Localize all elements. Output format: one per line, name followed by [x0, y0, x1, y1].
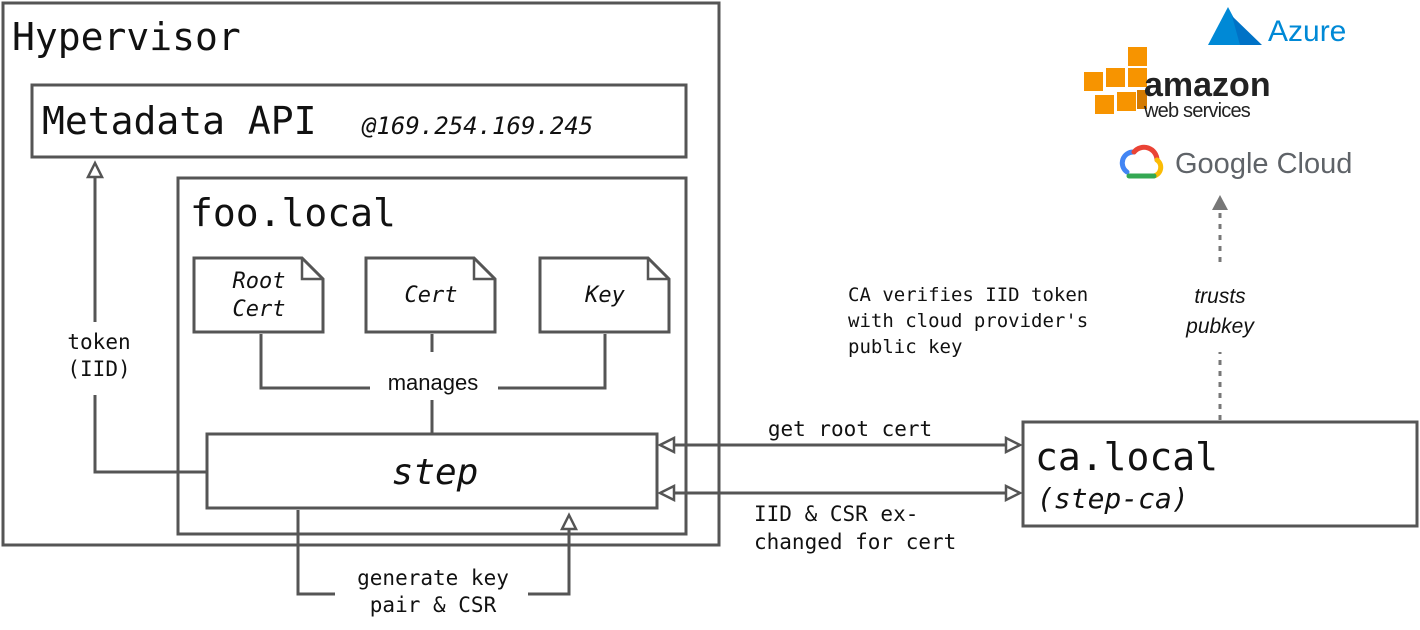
- aws-logo: amazon web services: [1084, 47, 1271, 122]
- verify-note-line2: with cloud provider's: [848, 310, 1088, 332]
- verify-note-line1: CA verifies IID token: [848, 284, 1088, 306]
- exchange-label-line2: changed for cert: [754, 530, 956, 554]
- generate-key-arrow: [296, 510, 579, 596]
- aws-text-amazon: amazon: [1144, 66, 1271, 104]
- trusts-label-line2: pubkey: [1185, 315, 1255, 338]
- cert-file-icon: Cert: [364, 256, 497, 334]
- google-cloud-text: Google Cloud: [1175, 148, 1352, 180]
- token-label-line1: token: [67, 330, 130, 354]
- token-label-line2: (IID): [67, 357, 130, 381]
- metadata-api-box: [30, 83, 688, 159]
- hypervisor-title: Hypervisor: [12, 15, 241, 59]
- manages-connector: manages: [259, 334, 607, 434]
- metadata-api-title: Metadata API: [42, 99, 317, 143]
- generate-label-line2: pair & CSR: [370, 593, 497, 617]
- exchange-label-line1: IID & CSR ex-: [754, 502, 918, 526]
- foo-local-title: foo.local: [190, 191, 396, 235]
- ca-local-box: [1021, 420, 1419, 528]
- root-cert-file-icon: Root Cert: [192, 256, 325, 334]
- trusts-pubkey-arrow: [1212, 195, 1228, 420]
- ca-local-subtitle: (step-ca): [1037, 482, 1189, 515]
- token-arrow: [85, 160, 207, 474]
- google-cloud-logo: Google Cloud: [1119, 144, 1352, 180]
- trusts-label-line1: trusts: [1194, 285, 1246, 308]
- get-root-cert-arrow: [657, 435, 1023, 455]
- aws-cubes-icon: [1084, 47, 1147, 114]
- step-label: step: [392, 452, 479, 493]
- google-cloud-icon: [1119, 144, 1164, 179]
- metadata-api-address: @169.254.169.245: [361, 112, 593, 140]
- key-file-icon: Key: [538, 256, 671, 334]
- azure-text: Azure: [1268, 15, 1346, 48]
- root-cert-label-line2: Cert: [233, 297, 286, 322]
- get-root-cert-label: get root cert: [768, 417, 932, 441]
- iid-csr-exchange-arrow: [657, 483, 1023, 503]
- verify-note-line3: public key: [848, 336, 962, 358]
- aws-text-webservices: web services: [1143, 100, 1251, 122]
- root-cert-label-line1: Root: [233, 269, 286, 294]
- key-label: Key: [584, 283, 625, 308]
- cert-label: Cert: [405, 283, 458, 308]
- azure-logo: Azure: [1208, 7, 1346, 48]
- generate-label-line1: generate key: [357, 566, 509, 590]
- ca-local-title: ca.local: [1035, 435, 1218, 479]
- manages-label: manages: [388, 370, 479, 395]
